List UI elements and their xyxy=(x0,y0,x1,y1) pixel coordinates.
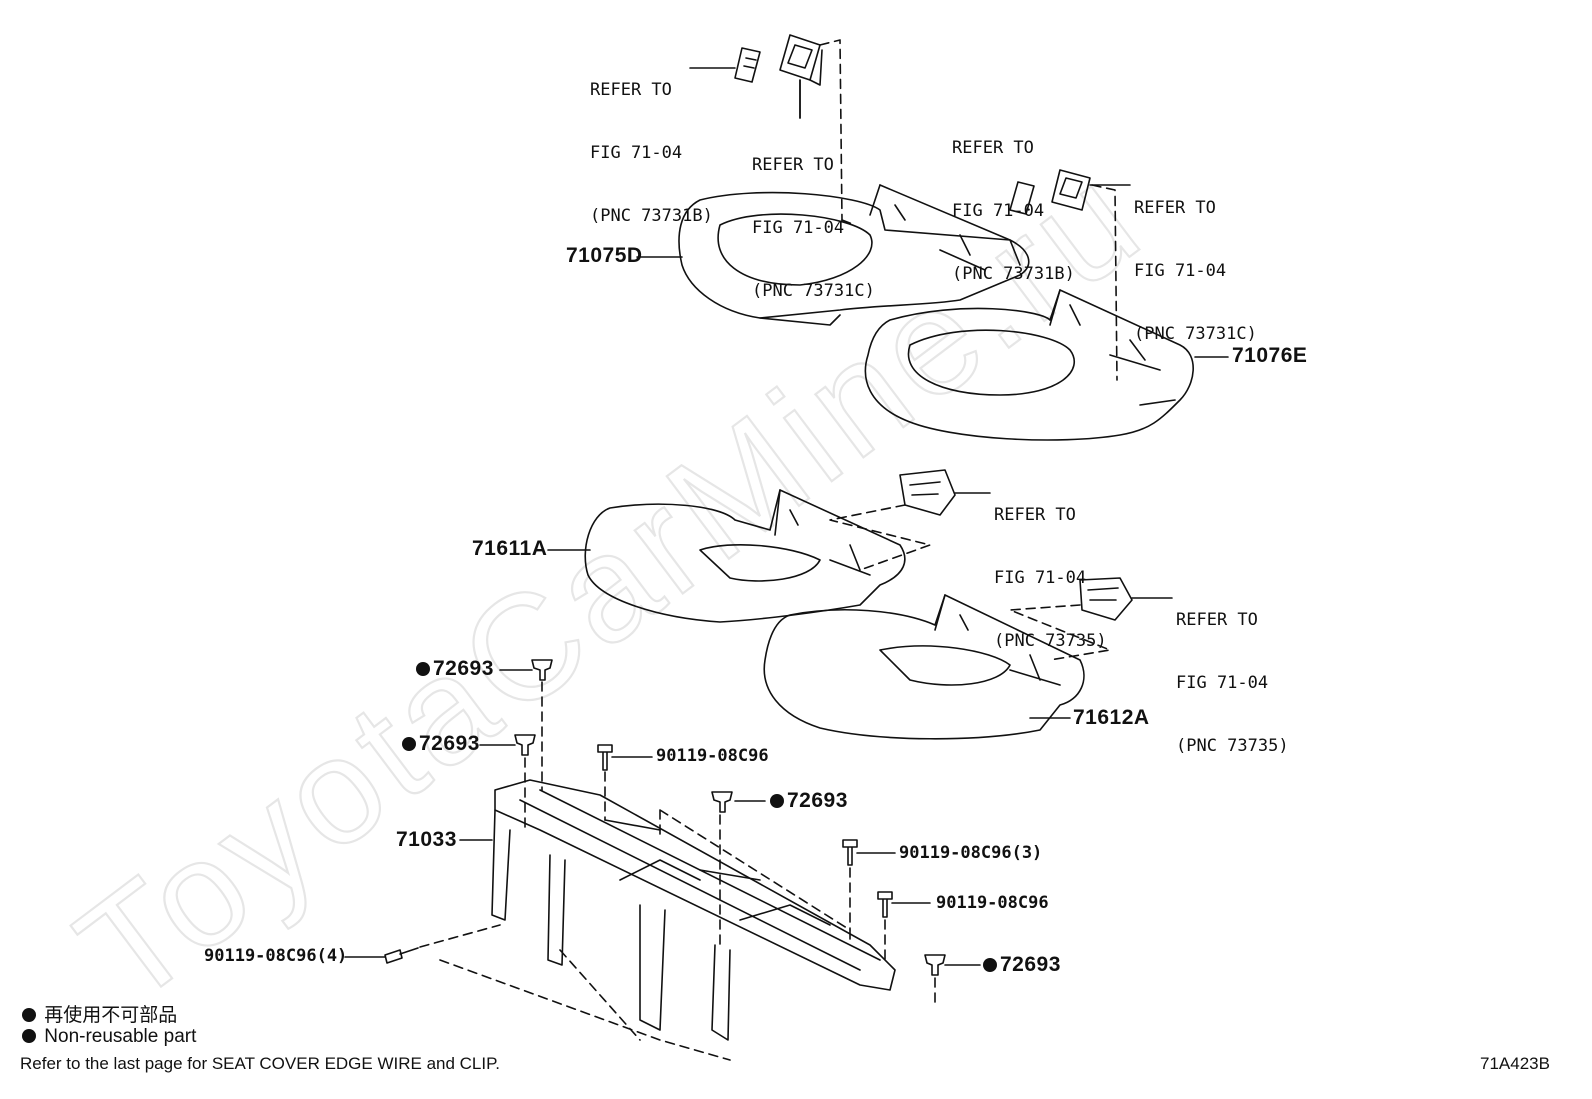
part-90119-08C96-b[interactable]: 90119-08C96 xyxy=(936,893,1049,913)
part-71033[interactable]: 71033 xyxy=(396,828,457,851)
refer-fig: FIG 71-04 xyxy=(994,568,1087,588)
part-71611A[interactable]: 71611A xyxy=(472,537,548,560)
part-number: 72693 xyxy=(433,657,494,680)
refer-line: REFER TO xyxy=(752,155,834,175)
refer-label-3: REFER TO FIG 71-04 (PNC 73731B) xyxy=(952,96,1075,327)
bolt-90119-08C96-b xyxy=(842,839,858,866)
refer-pnc: (PNC 73731C) xyxy=(752,281,875,301)
part-72693-a[interactable]: 72693 xyxy=(416,657,494,681)
refer-line: REFER TO xyxy=(1176,610,1258,630)
refer-fig: FIG 71-04 xyxy=(1134,261,1227,281)
bolt-90119-08C96-a xyxy=(597,744,613,771)
refer-pnc: (PNC 73731C) xyxy=(1134,324,1257,344)
bolt-90119-08C96-d xyxy=(384,947,419,964)
refer-label-5: REFER TO FIG 71-04 (PNC 73735) xyxy=(994,463,1107,694)
part-90119-08C96-3[interactable]: 90119-08C96(3) xyxy=(899,843,1043,863)
part-number: 72693 xyxy=(419,732,480,755)
clip-73735-lower xyxy=(1079,577,1133,621)
clip-72693-c xyxy=(711,791,733,813)
clip-72693-a xyxy=(531,659,553,681)
part-number: 72693 xyxy=(1000,953,1061,976)
legend-dot xyxy=(22,1008,36,1022)
clip-73731B-right xyxy=(1009,181,1035,215)
legend-en-text: Non-reusable part xyxy=(44,1026,197,1047)
clip-72693-d xyxy=(924,954,946,976)
part-71612A[interactable]: 71612A xyxy=(1073,706,1150,729)
refer-pnc: (PNC 73731B) xyxy=(590,206,713,226)
legend-note: Refer to the last page for SEAT COVER ED… xyxy=(20,1054,500,1073)
refer-pnc: (PNC 73735) xyxy=(1176,736,1289,756)
refer-label-6: REFER TO FIG 71-04 (PNC 73735) xyxy=(1176,568,1289,799)
clip-73731B-left xyxy=(734,47,761,83)
refer-pnc: (PNC 73731B) xyxy=(952,264,1075,284)
part-number: 72693 xyxy=(787,789,848,812)
refer-label-2: REFER TO FIG 71-04 (PNC 73731C) xyxy=(752,113,875,344)
part-72693-d[interactable]: 72693 xyxy=(983,953,1061,977)
part-71075D[interactable]: 71075D xyxy=(566,244,643,267)
refer-fig: FIG 71-04 xyxy=(752,218,845,238)
seat-cushion-cover-71075D xyxy=(678,184,1030,326)
refer-label-1: REFER TO FIG 71-04 (PNC 73731B) xyxy=(590,38,713,269)
legend-jp-text: 再使用不可部品 xyxy=(44,1005,178,1026)
non-reusable-dot xyxy=(416,662,430,676)
part-90119-08C96-a[interactable]: 90119-08C96 xyxy=(656,746,769,766)
refer-label-4: REFER TO FIG 71-04 (PNC 73731C) xyxy=(1134,156,1257,387)
non-reusable-dot xyxy=(770,794,784,808)
clip-73735-upper xyxy=(899,469,956,516)
refer-pnc: (PNC 73735) xyxy=(994,631,1107,651)
part-72693-b[interactable]: 72693 xyxy=(402,732,480,756)
non-reusable-dot xyxy=(402,737,416,751)
refer-line: REFER TO xyxy=(994,505,1076,525)
part-90119-08C96-4[interactable]: 90119-08C96(4) xyxy=(204,946,348,966)
legend-dot xyxy=(22,1029,36,1043)
refer-line: REFER TO xyxy=(952,138,1034,158)
clip-73731C-right xyxy=(1051,169,1091,211)
seat-frame-71033 xyxy=(491,779,896,1041)
part-71076E[interactable]: 71076E xyxy=(1232,344,1308,367)
refer-fig: FIG 71-04 xyxy=(590,143,683,163)
part-72693-c[interactable]: 72693 xyxy=(770,789,848,813)
legend-jp: 再使用不可部品 xyxy=(22,1000,177,1027)
seat-cushion-pad-71611A xyxy=(584,489,906,623)
legend-en: Non-reusable part xyxy=(22,1026,196,1048)
clip-73731C-left xyxy=(779,34,823,86)
non-reusable-dot xyxy=(983,958,997,972)
clip-72693-b xyxy=(514,734,536,756)
refer-fig: FIG 71-04 xyxy=(952,201,1045,221)
figure-id: 71A423B xyxy=(1480,1054,1550,1073)
seat-cushion-cover-71076E xyxy=(864,289,1194,441)
refer-line: REFER TO xyxy=(590,80,672,100)
seat-cushion-pad-71612A xyxy=(763,594,1085,740)
refer-line: REFER TO xyxy=(1134,198,1216,218)
bolt-90119-08C96-c xyxy=(877,891,893,918)
refer-fig: FIG 71-04 xyxy=(1176,673,1269,693)
